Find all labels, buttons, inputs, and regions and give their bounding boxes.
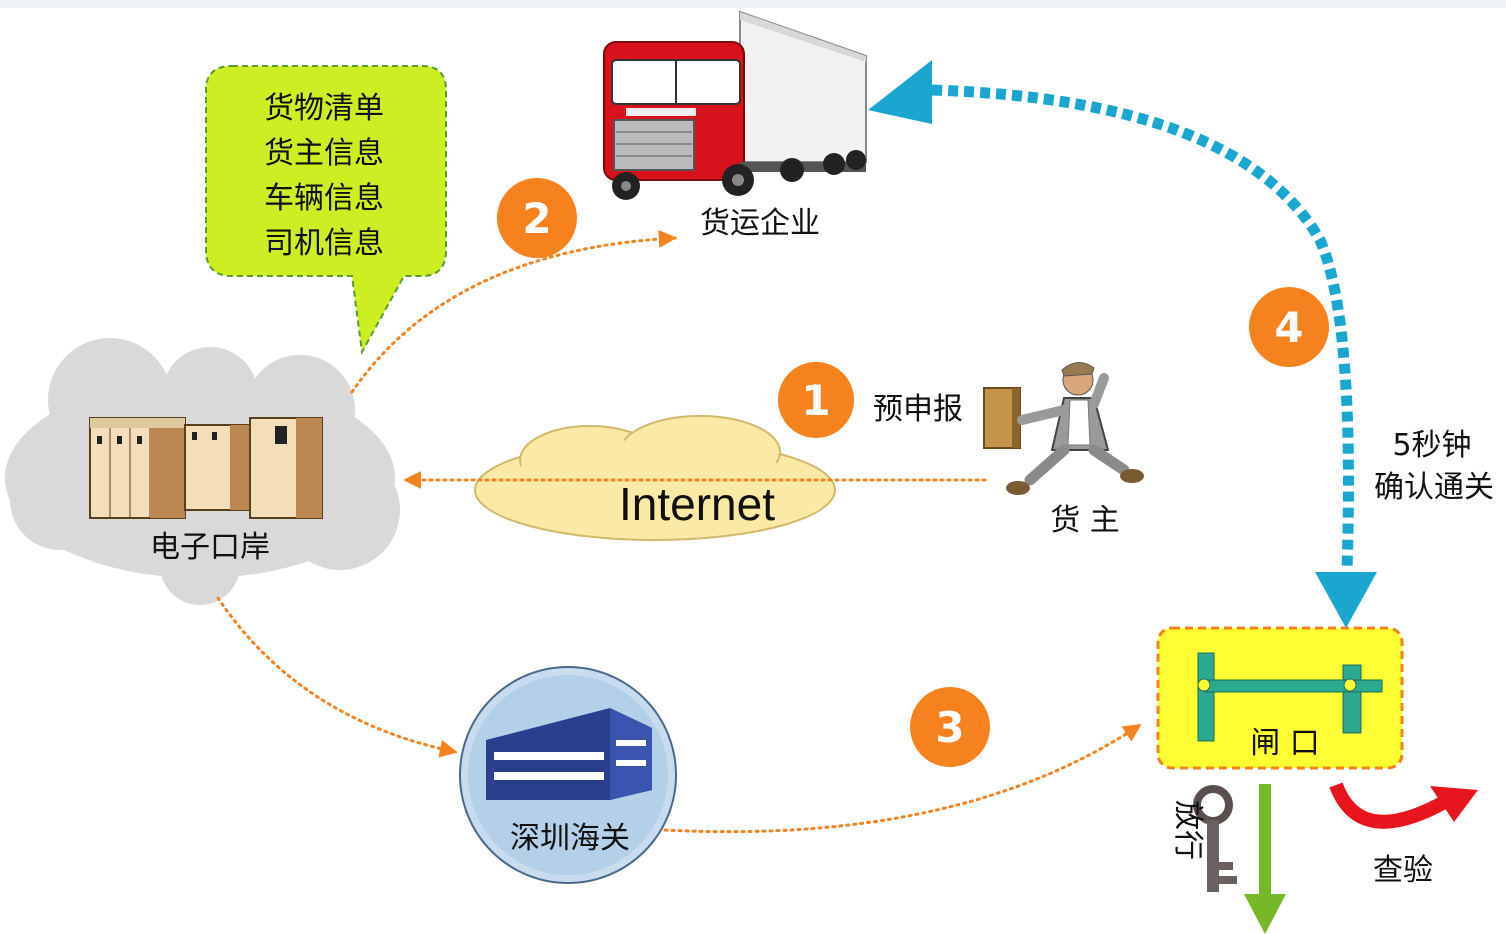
red-curved-arrow (1329, 782, 1478, 829)
step-badge-4: 4 (1249, 287, 1329, 367)
arrow-gate-truck-confirm (931, 84, 1354, 571)
blue-arrowhead-truck (868, 60, 932, 124)
svg-text:2: 2 (522, 194, 551, 243)
arrow-customs-to-gate (663, 723, 1142, 834)
key-icon (1193, 785, 1237, 892)
svg-text:1: 1 (801, 376, 830, 425)
building-icon (459, 666, 677, 884)
running-man-icon (983, 362, 1144, 495)
step-4-label-line1: 5秒钟 (1392, 428, 1471, 463)
internet-cloud (474, 415, 836, 541)
svg-text:4: 4 (1274, 303, 1303, 352)
gate-barrier-icon (1197, 652, 1383, 742)
green-down-arrow (1244, 784, 1286, 934)
bubble-line-cargo-list: 货物清单 (264, 91, 384, 126)
internet-label: Internet (619, 478, 775, 530)
release-label: 放行 (1170, 800, 1205, 860)
step-4-label-line2: 确认通关 (1374, 470, 1494, 505)
cargo-owner-label: 货 主 (1050, 503, 1120, 538)
step-badge-3: 3 (910, 687, 990, 767)
truck-icon (603, 10, 867, 200)
truck-company-label: 货运企业 (700, 206, 820, 241)
step-badge-1: 1 (778, 362, 854, 438)
server-racks-icon (89, 417, 323, 519)
electronic-port-label: 电子口岸 (150, 530, 270, 565)
blue-arrowhead-gate (1315, 572, 1377, 628)
shenzhen-customs-label: 深圳海关 (510, 821, 630, 856)
step-1-label: 预申报 (873, 392, 963, 427)
gate-label: 闸 口 (1250, 726, 1320, 761)
arrow-port-to-customs (216, 596, 458, 758)
info-callout-bubble: 货物清单 货主信息 车辆信息 司机信息 (205, 65, 447, 356)
bubble-line-owner-info: 货主信息 (264, 136, 384, 171)
gate-box (1156, 626, 1404, 770)
inspect-label: 查验 (1373, 853, 1433, 888)
bubble-line-driver-info: 司机信息 (264, 226, 384, 261)
step-badge-2: 2 (497, 178, 577, 258)
bubble-line-vehicle-info: 车辆信息 (264, 181, 384, 216)
svg-text:3: 3 (935, 703, 964, 752)
